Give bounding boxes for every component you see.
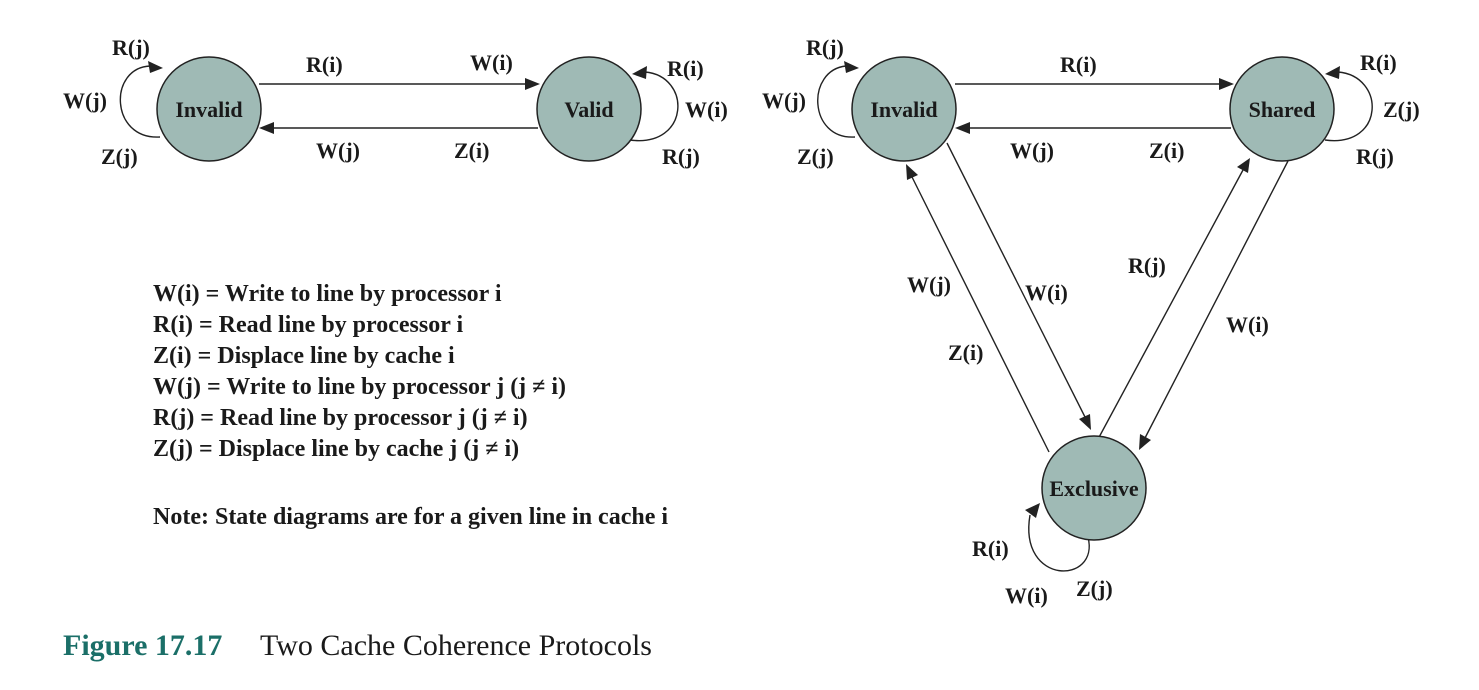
right-shared-self-loop: [1324, 71, 1373, 142]
right-state-invalid: [851, 56, 957, 162]
right-state-shared: [1229, 56, 1335, 162]
right-exclusive-self-loop: [1028, 514, 1090, 572]
left-state-valid: [536, 56, 642, 162]
left-label-val-self-right: W(i): [685, 97, 728, 122]
left-label-to-valid-2: W(i): [470, 50, 513, 75]
left-label-to-invalid-1: W(j): [316, 138, 360, 163]
right-label-shared-to-inv-2: Z(i): [1149, 138, 1184, 163]
right-state-exclusive: [1041, 435, 1147, 541]
right-exclusive-self-loop-arrowhead: [1025, 503, 1040, 518]
right-label-inv-self-bottom: Z(j): [797, 144, 834, 169]
left-invalid-self-loop: [119, 65, 161, 138]
right-edge-exclusive-to-invalid: [911, 176, 1050, 453]
right-edge-exclusive-to-shared-arrowhead: [1237, 158, 1250, 173]
legend-note: Note: State diagrams are for a given lin…: [153, 504, 668, 530]
right-edge-invalid-to-exclusive-arrowhead: [1079, 414, 1091, 430]
right-label-ex-to-inv-2: Z(i): [948, 340, 983, 365]
right-edge-invalid-to-exclusive: [946, 142, 1086, 418]
right-diagram: Invalid Shared Exclusive R(j) W(j) Z(j) …: [762, 35, 1420, 608]
right-edge-shared-to-exclusive-arrowhead: [1139, 434, 1151, 450]
right-label-shared-to-ex: W(i): [1226, 312, 1269, 337]
right-label-ex-self-left: R(i): [972, 536, 1009, 561]
right-state-exclusive-label: Exclusive: [1049, 476, 1138, 501]
right-label-ex-to-inv-1: W(j): [907, 272, 951, 297]
right-label-sh-self-top: R(i): [1360, 50, 1397, 75]
left-label-to-invalid-2: Z(i): [454, 138, 489, 163]
left-label-inv-self-left: W(j): [63, 88, 107, 113]
right-label-shared-to-inv-1: W(j): [1010, 138, 1054, 163]
left-state-invalid: [156, 56, 262, 162]
right-label-inv-self-top: R(j): [806, 35, 844, 60]
left-edge-invalid-to-valid-arrowhead: [525, 78, 540, 90]
left-label-val-self-bottom: R(j): [662, 144, 700, 169]
legend-line: R(j) = Read line by processor j (j ≠ i): [153, 405, 528, 431]
left-edge-valid-to-invalid-arrowhead: [259, 122, 274, 134]
caption-number: Figure 17.17: [63, 629, 222, 662]
caption-title: Two Cache Coherence Protocols: [260, 629, 652, 662]
left-label-val-self-top: R(i): [667, 56, 704, 81]
right-label-sh-self-right: Z(j): [1383, 97, 1420, 122]
left-valid-self-loop-arrowhead: [632, 66, 647, 79]
left-valid-self-loop: [629, 71, 679, 142]
right-label-sh-self-bottom: R(j): [1356, 144, 1394, 169]
left-label-to-valid-1: R(i): [306, 52, 343, 77]
right-invalid-self-loop-arrowhead: [844, 61, 859, 73]
left-label-inv-self-top: R(j): [112, 35, 150, 60]
right-edge-invalid-to-shared-arrowhead: [1219, 78, 1234, 90]
right-edge-exclusive-to-invalid-arrowhead: [906, 164, 918, 180]
legend-line: Z(i) = Displace line by cache i: [153, 343, 455, 369]
right-label-ex-self-bottom-left: W(i): [1005, 583, 1048, 608]
right-label-ex-to-shared: R(j): [1128, 253, 1166, 278]
right-label-inv-to-ex: W(i): [1025, 280, 1068, 305]
right-edge-exclusive-to-shared: [1096, 169, 1244, 442]
right-label-inv-to-shared: R(i): [1060, 52, 1097, 77]
legend-line: W(j) = Write to line by processor j (j ≠…: [153, 374, 566, 400]
legend-line: R(i) = Read line by processor i: [153, 312, 463, 338]
legend-line: W(i) = Write to line by processor i: [153, 281, 502, 307]
left-state-valid-label: Valid: [564, 97, 613, 122]
right-state-shared-label: Shared: [1249, 97, 1316, 122]
left-label-inv-self-bottom: Z(j): [101, 144, 138, 169]
left-diagram: Invalid Valid R(j) W(j) Z(j) R(i) W(i) W…: [63, 35, 728, 169]
right-label-ex-self-bottom-right: Z(j): [1076, 576, 1113, 601]
left-invalid-self-loop-arrowhead: [148, 61, 163, 73]
right-invalid-self-loop: [817, 65, 856, 138]
right-shared-self-loop-arrowhead: [1325, 66, 1340, 79]
legend: W(i) = Write to line by processor i R(i)…: [153, 281, 668, 530]
legend-line: Z(j) = Displace line by cache j (j ≠ i): [153, 436, 519, 462]
right-label-inv-self-left: W(j): [762, 88, 806, 113]
right-state-invalid-label: Invalid: [870, 97, 937, 122]
right-edge-shared-to-exclusive: [1144, 160, 1289, 439]
right-edge-shared-to-invalid-arrowhead: [955, 122, 970, 134]
figure-caption: Figure 17.17 Two Cache Coherence Protoco…: [63, 629, 652, 662]
left-state-invalid-label: Invalid: [175, 97, 242, 122]
